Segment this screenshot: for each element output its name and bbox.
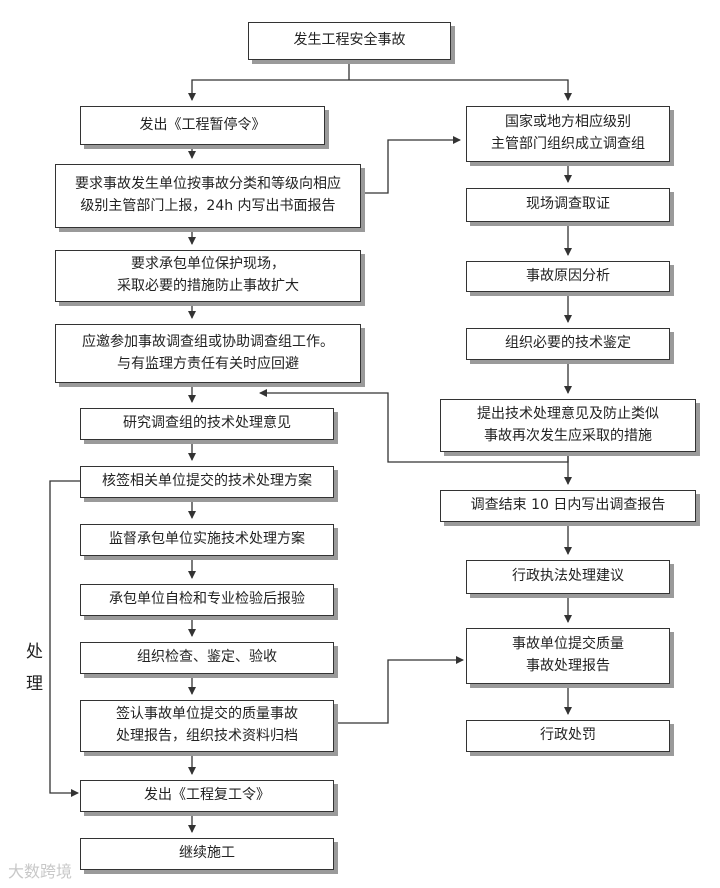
node-sign-plan: 核签相关单位提交的技术处理方案 bbox=[80, 466, 334, 498]
node-start: 发生工程安全事故 bbox=[248, 22, 451, 60]
node-resume: 发出《工程复工令》 bbox=[80, 780, 334, 812]
side-label-char-1: 处 bbox=[26, 642, 43, 662]
node-evidence: 现场调查取证 bbox=[466, 188, 670, 222]
node-inv-report: 调查结束 10 日内写出调查报告 bbox=[440, 490, 696, 522]
node-study: 研究调查组的技术处理意见 bbox=[80, 408, 334, 440]
node-quality-report: 事故单位提交质量 事故处理报告 bbox=[466, 628, 670, 684]
node-continue: 继续施工 bbox=[80, 838, 334, 870]
node-measures: 提出技术处理意见及防止类似 事故再次发生应采取的措施 bbox=[440, 399, 696, 452]
node-appraisal: 组织必要的技术鉴定 bbox=[466, 328, 670, 360]
node-stop-order: 发出《工程暂停令》 bbox=[80, 106, 325, 145]
node-cause: 事故原因分析 bbox=[466, 261, 670, 292]
node-supervise: 监督承包单位实施技术处理方案 bbox=[80, 524, 334, 556]
arrow-sign-report-to-quality-report bbox=[333, 656, 464, 724]
arrow-measures-to-study bbox=[259, 389, 569, 463]
arrow-start-to-stop-order bbox=[188, 79, 349, 101]
watermark: 大数跨境 bbox=[8, 862, 73, 881]
arrow-report-to-group bbox=[361, 136, 461, 194]
node-penalty: 行政处罚 bbox=[466, 720, 670, 752]
node-sign-report: 签认事故单位提交的质量事故 处理报告，组织技术资料归档 bbox=[80, 700, 334, 752]
node-selfcheck: 承包单位自检和专业检验后报验 bbox=[80, 584, 334, 616]
arrow-sign-plan-to-resume bbox=[49, 480, 80, 797]
node-report: 要求事故发生单位按事故分类和等级向相应 级别主管部门上报，24h 内写出书面报告 bbox=[55, 164, 361, 228]
node-protect: 要求承包单位保护现场， 采取必要的措施防止事故扩大 bbox=[55, 250, 361, 302]
node-admin-advice: 行政执法处理建议 bbox=[466, 560, 670, 594]
node-join: 应邀参加事故调查组或协助调查组工作。 与有监理方责任有关时应回避 bbox=[55, 324, 361, 383]
node-inspect: 组织检查、鉴定、验收 bbox=[80, 642, 334, 674]
node-group: 国家或地方相应级别 主管部门组织成立调查组 bbox=[466, 106, 670, 162]
side-label-char-2: 理 bbox=[26, 674, 43, 694]
arrow-start-to-group bbox=[349, 79, 572, 101]
